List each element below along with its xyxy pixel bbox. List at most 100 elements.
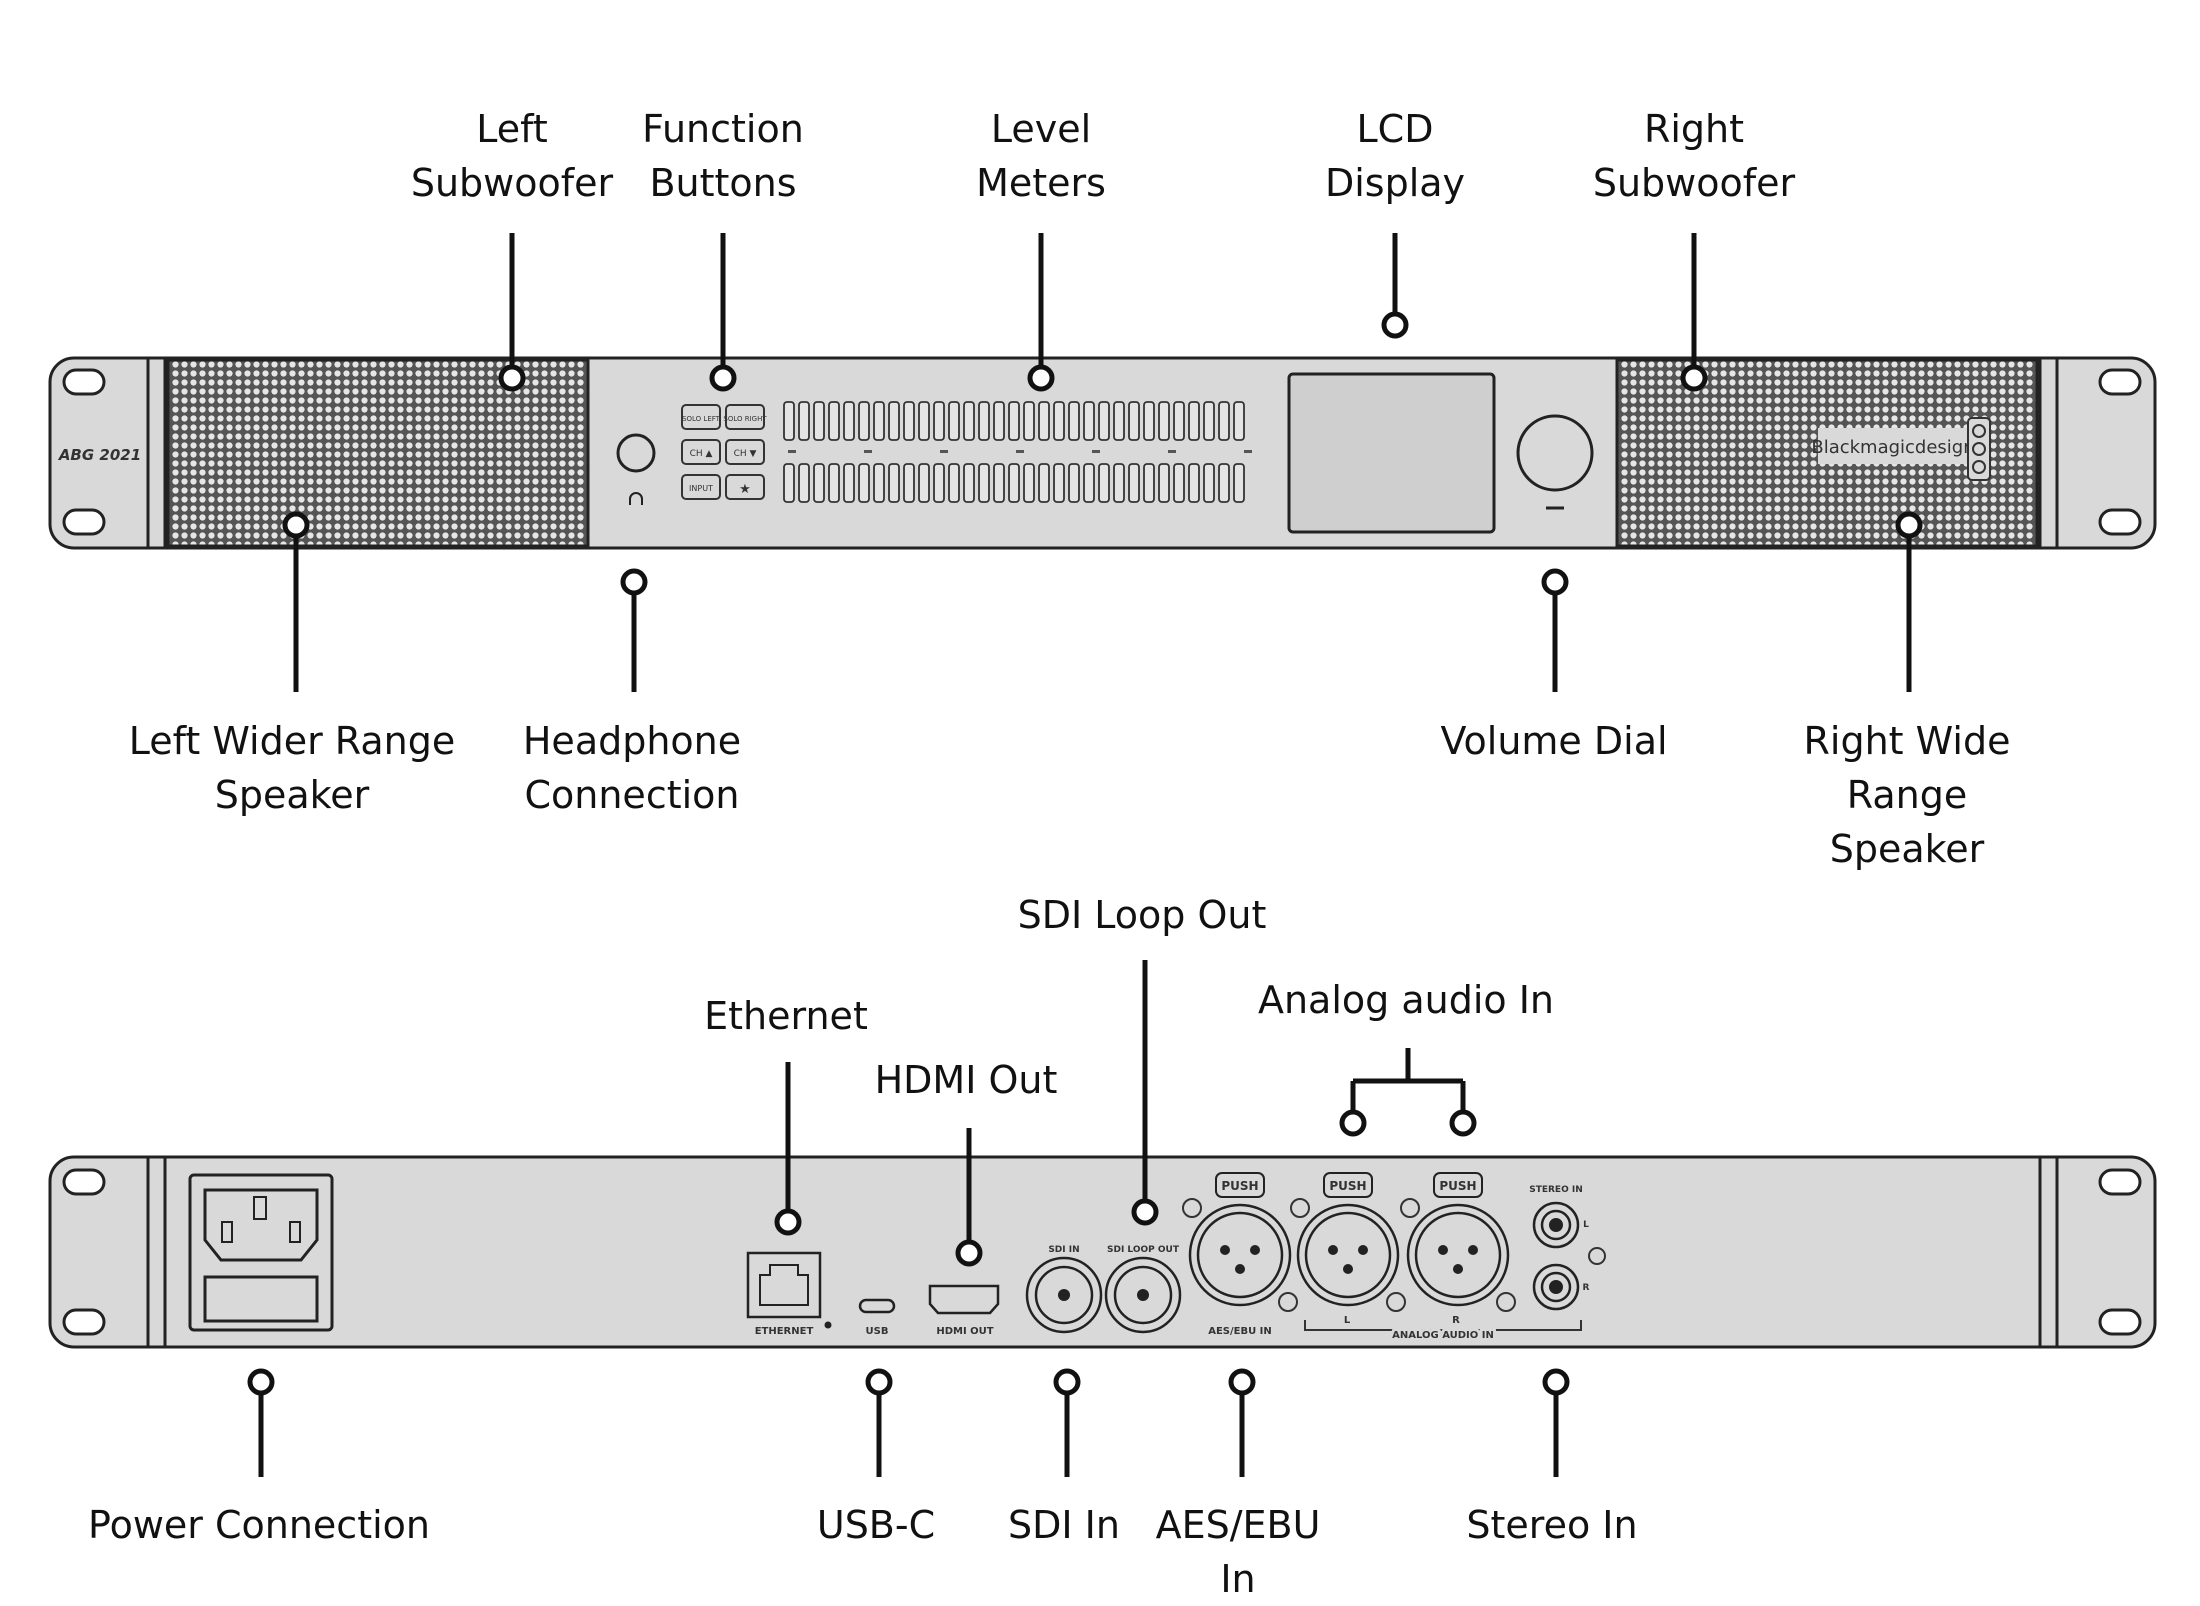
port-label: HDMI OUT — [936, 1326, 993, 1337]
function-buttons: SOLO LEFT SOLO RIGHT CH ▲ CH ▼ INPUT ★ — [681, 404, 767, 500]
meter-segment — [1038, 401, 1050, 441]
meter-segment — [1128, 401, 1140, 441]
meter-segment — [858, 401, 870, 441]
rack-hole — [2098, 368, 2142, 396]
push-tab — [1215, 1172, 1265, 1198]
port-label: L — [1583, 1220, 1589, 1230]
rear-chassis — [48, 1155, 2157, 1349]
leader-dot — [1027, 364, 1055, 392]
leader-dot — [955, 1239, 983, 1267]
channel-up-button — [681, 439, 721, 465]
meter-segment — [1023, 463, 1035, 503]
port-label: SDI LOOP OUT — [1107, 1245, 1180, 1255]
meter-segment — [1233, 463, 1245, 503]
meter-tick — [940, 450, 948, 453]
callout-power-connection: Power Connection — [88, 1503, 430, 1547]
meter-segment — [1053, 401, 1065, 441]
port-label: ETHERNET — [755, 1326, 814, 1337]
callout-right-subwoofer: Right Subwoofer — [1592, 107, 1796, 205]
channel-down-button — [725, 439, 765, 465]
meter-segment — [813, 463, 825, 503]
meter-segment — [798, 401, 810, 441]
callout-hdmi-out: HDMI Out — [874, 1058, 1058, 1102]
meter-segment — [903, 463, 915, 503]
meter-tick — [864, 450, 872, 453]
port-label: R — [1452, 1315, 1460, 1326]
meter-tick — [1092, 450, 1100, 453]
leader-dot — [1680, 364, 1708, 392]
leader-dot — [282, 511, 310, 539]
rear-panel: ETHERNET USB HDMI OUT SDI IN SDI LOOP OU… — [48, 1155, 2157, 1349]
front-panel: ABG 2021 Blackmagicdesign SOLO LEFT SOLO… — [48, 356, 2157, 550]
port-label: STEREO IN — [1529, 1185, 1583, 1195]
button-label: CH ▼ — [734, 449, 757, 459]
brand-logo-mark — [1967, 417, 1991, 481]
meter-segment — [1068, 463, 1080, 503]
meter-segment — [1113, 401, 1125, 441]
leader-dot — [247, 1368, 275, 1396]
meter-segment — [918, 463, 930, 503]
meter-segment — [903, 401, 915, 441]
meter-segment — [1203, 401, 1215, 441]
port-label: SDI IN — [1048, 1245, 1079, 1255]
leader-dot — [620, 568, 648, 596]
meter-segment — [858, 463, 870, 503]
meter-tick — [1168, 450, 1176, 453]
xlr-pin — [1438, 1245, 1448, 1255]
callout-headphone-connection: Headphone Connection — [522, 719, 742, 817]
button-label: INPUT — [689, 484, 713, 493]
rack-hole — [2098, 508, 2142, 536]
meter-segment — [1158, 401, 1170, 441]
meter-segment — [1068, 401, 1080, 441]
rack-hole — [62, 1168, 106, 1196]
callout-function-buttons: Function Buttons — [642, 107, 804, 205]
meter-segment — [948, 401, 960, 441]
ethernet-port: ETHERNET — [746, 1251, 832, 1337]
callout-left-subwoofer: Left Subwoofer — [410, 107, 614, 205]
meter-segment — [873, 463, 885, 503]
meter-segment — [1143, 463, 1155, 503]
meter-segment — [888, 463, 900, 503]
xlr-pin — [1468, 1245, 1478, 1255]
xlr-socket — [1304, 1211, 1392, 1299]
usb-c-port: USB — [858, 1298, 896, 1337]
left-speaker-grille — [166, 358, 590, 548]
meter-segment — [1143, 401, 1155, 441]
meter-segment — [798, 463, 810, 503]
push-label: PUSH — [1221, 1179, 1258, 1193]
xlr-pin — [1235, 1264, 1245, 1274]
meter-segment — [918, 401, 930, 441]
leader-dot — [709, 364, 737, 392]
mount-screw — [1400, 1198, 1420, 1218]
volume-dial — [1516, 414, 1594, 492]
callout-volume-dial: Volume Dial — [1440, 719, 1668, 763]
leader-dot — [1542, 1368, 1570, 1396]
mount-screw — [1278, 1292, 1298, 1312]
model-badge: ABG 2021 — [58, 446, 141, 464]
front-leaders — [282, 233, 1923, 692]
push-label: PUSH — [1439, 1179, 1476, 1193]
meter-segment — [933, 401, 945, 441]
button-label: ★ — [739, 482, 751, 497]
meter-segment — [978, 401, 990, 441]
meter-segment — [1023, 401, 1035, 441]
meter-segment — [1173, 463, 1185, 503]
callout-level-meters: Level Meters — [976, 107, 1106, 205]
brand-logo: Blackmagicdesign — [1811, 437, 1974, 458]
meter-segment — [933, 463, 945, 503]
callout-ethernet: Ethernet — [704, 994, 868, 1038]
callout-right-wide-range-speaker: Right Wide Range Speaker — [1803, 719, 2011, 871]
rack-hole — [2098, 1308, 2142, 1336]
port-label: ANALOG AUDIO IN — [1392, 1330, 1494, 1341]
meter-segment — [963, 401, 975, 441]
sdi-loop-out-port: SDI LOOP OUT — [1104, 1245, 1182, 1334]
input-button — [681, 474, 721, 500]
meter-segment — [978, 463, 990, 503]
headphone-icon — [629, 492, 643, 505]
sdi-in-port: SDI IN — [1025, 1245, 1103, 1334]
meter-segment — [1083, 401, 1095, 441]
mount-screw — [1182, 1198, 1202, 1218]
meter-segment — [1098, 401, 1110, 441]
leader-dot — [865, 1368, 893, 1396]
meter-segment — [1053, 463, 1065, 503]
